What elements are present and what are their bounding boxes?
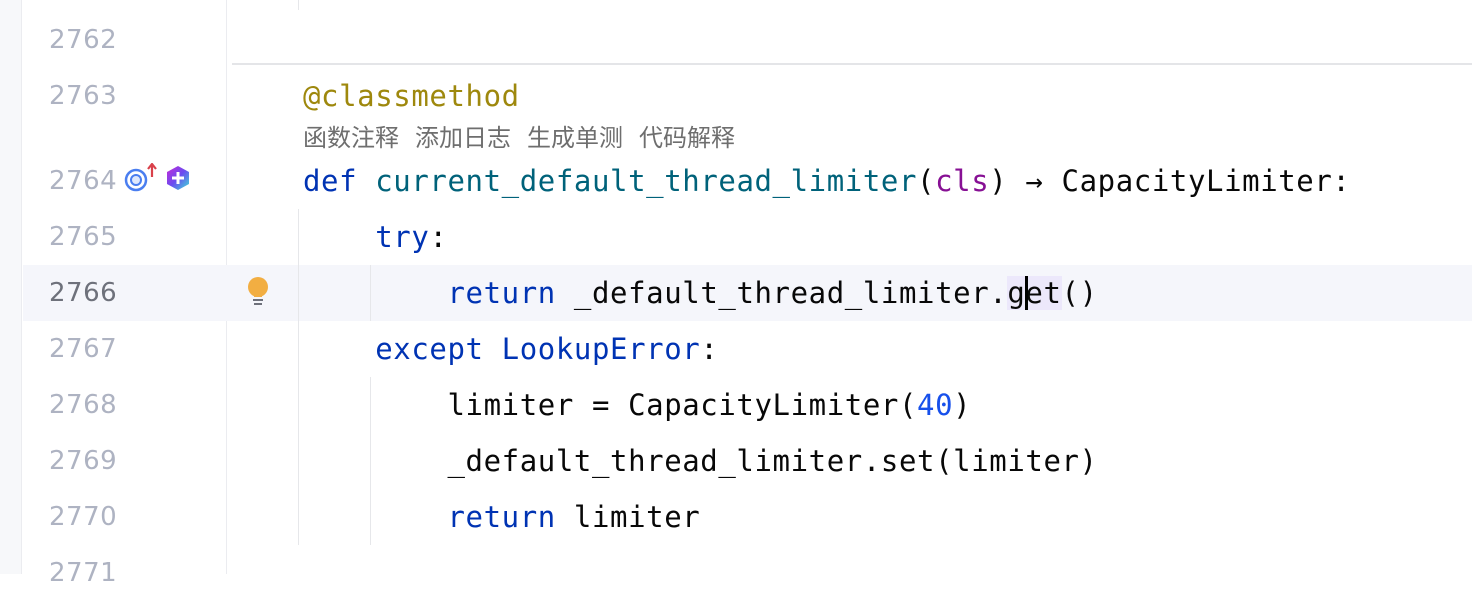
code-token: return [447,276,556,310]
inlay-add-log[interactable]: 添加日志 [415,124,511,152]
code-line[interactable]: 2769 _default_thread_limiter.set(limiter… [23,433,1472,489]
code-token: _default_thread_limiter. [555,276,1008,310]
line-number: 2766 [49,278,118,308]
code-token: limiter = CapacityLimiter( [303,388,918,422]
lightbulb-icon[interactable] [246,276,270,308]
line-number: 2767 [49,334,118,364]
indent-guide [298,209,299,545]
code-text[interactable]: except LookupError: [303,321,718,377]
code-token: et [1025,276,1062,310]
inlay-generate-test[interactable]: 生成单测 [527,124,623,152]
line-number: 2770 [49,502,118,532]
ai-inlay-actions: 函数注释添加日志生成单测代码解释 [303,118,751,153]
code-token: : [700,332,719,366]
code-text[interactable]: @classmethod [303,68,520,124]
code-token: current_default_thread_limiter [375,164,918,198]
code-token: ) [953,388,972,422]
code-line[interactable]: 2770 return limiter [23,489,1472,545]
code-line[interactable]: 2771 [23,545,1472,601]
code-token: () [1061,276,1098,310]
code-token: LookupError [501,332,701,366]
code-token [303,500,447,534]
code-line[interactable]: 2767 except LookupError: [23,321,1472,377]
indent-guide [370,377,371,545]
line-number: 2764 [49,166,118,196]
left-tool-stripe [0,0,22,574]
code-token: return [447,500,556,534]
line-number: 2765 [49,222,118,252]
code-text[interactable]: return _default_thread_limiter.get() [303,265,1098,321]
code-line[interactable]: 2766 return _default_thread_limiter.get(… [23,265,1472,321]
method-separator [232,63,1472,65]
code-line[interactable]: 2764 def current_default_thread_limiter(c… [23,153,1472,209]
code-token: g [1007,276,1026,310]
implements-override-icon[interactable] [123,163,157,193]
line-number: 2771 [49,558,118,588]
code-token: : [429,220,448,254]
code-line[interactable]: 2763 @classmethod [23,68,1472,124]
ai-assistant-icon[interactable] [166,165,190,191]
code-text[interactable]: try: [303,209,448,265]
text-cursor [1025,276,1029,310]
code-token [303,332,375,366]
code-token: try [375,220,430,254]
code-token [303,220,375,254]
code-token: cls [935,164,990,198]
indent-guide [298,0,299,10]
code-token [484,332,502,366]
code-line[interactable]: 2762 [23,12,1472,68]
code-token: _default_thread_limiter.set(limiter) [303,444,1098,478]
code-line[interactable]: 2765 try: [23,209,1472,265]
code-token [303,276,447,310]
code-text[interactable]: _default_thread_limiter.set(limiter) [303,433,1098,489]
code-text[interactable]: limiter = CapacityLimiter(40) [303,377,971,433]
code-line[interactable]: 2768 limiter = CapacityLimiter(40) [23,377,1472,433]
code-token: @classmethod [303,79,520,113]
code-token: 40 [917,388,954,422]
line-number: 2763 [49,81,118,111]
line-number: 2768 [49,390,118,420]
line-number: 2762 [49,25,118,55]
code-token: except [375,332,484,366]
code-token: ) → CapacityLimiter: [989,164,1351,198]
line-number: 2769 [49,446,118,476]
inlay-explain-code[interactable]: 代码解释 [639,124,735,152]
inlay-function-comment[interactable]: 函数注释 [303,124,399,152]
code-text[interactable]: return limiter [303,489,700,545]
code-text[interactable]: def current_default_thread_limiter(cls) … [303,153,1351,209]
code-token: ( [917,164,936,198]
code-token: def [303,164,376,198]
indent-guide [370,265,371,321]
code-token: limiter [555,500,701,534]
